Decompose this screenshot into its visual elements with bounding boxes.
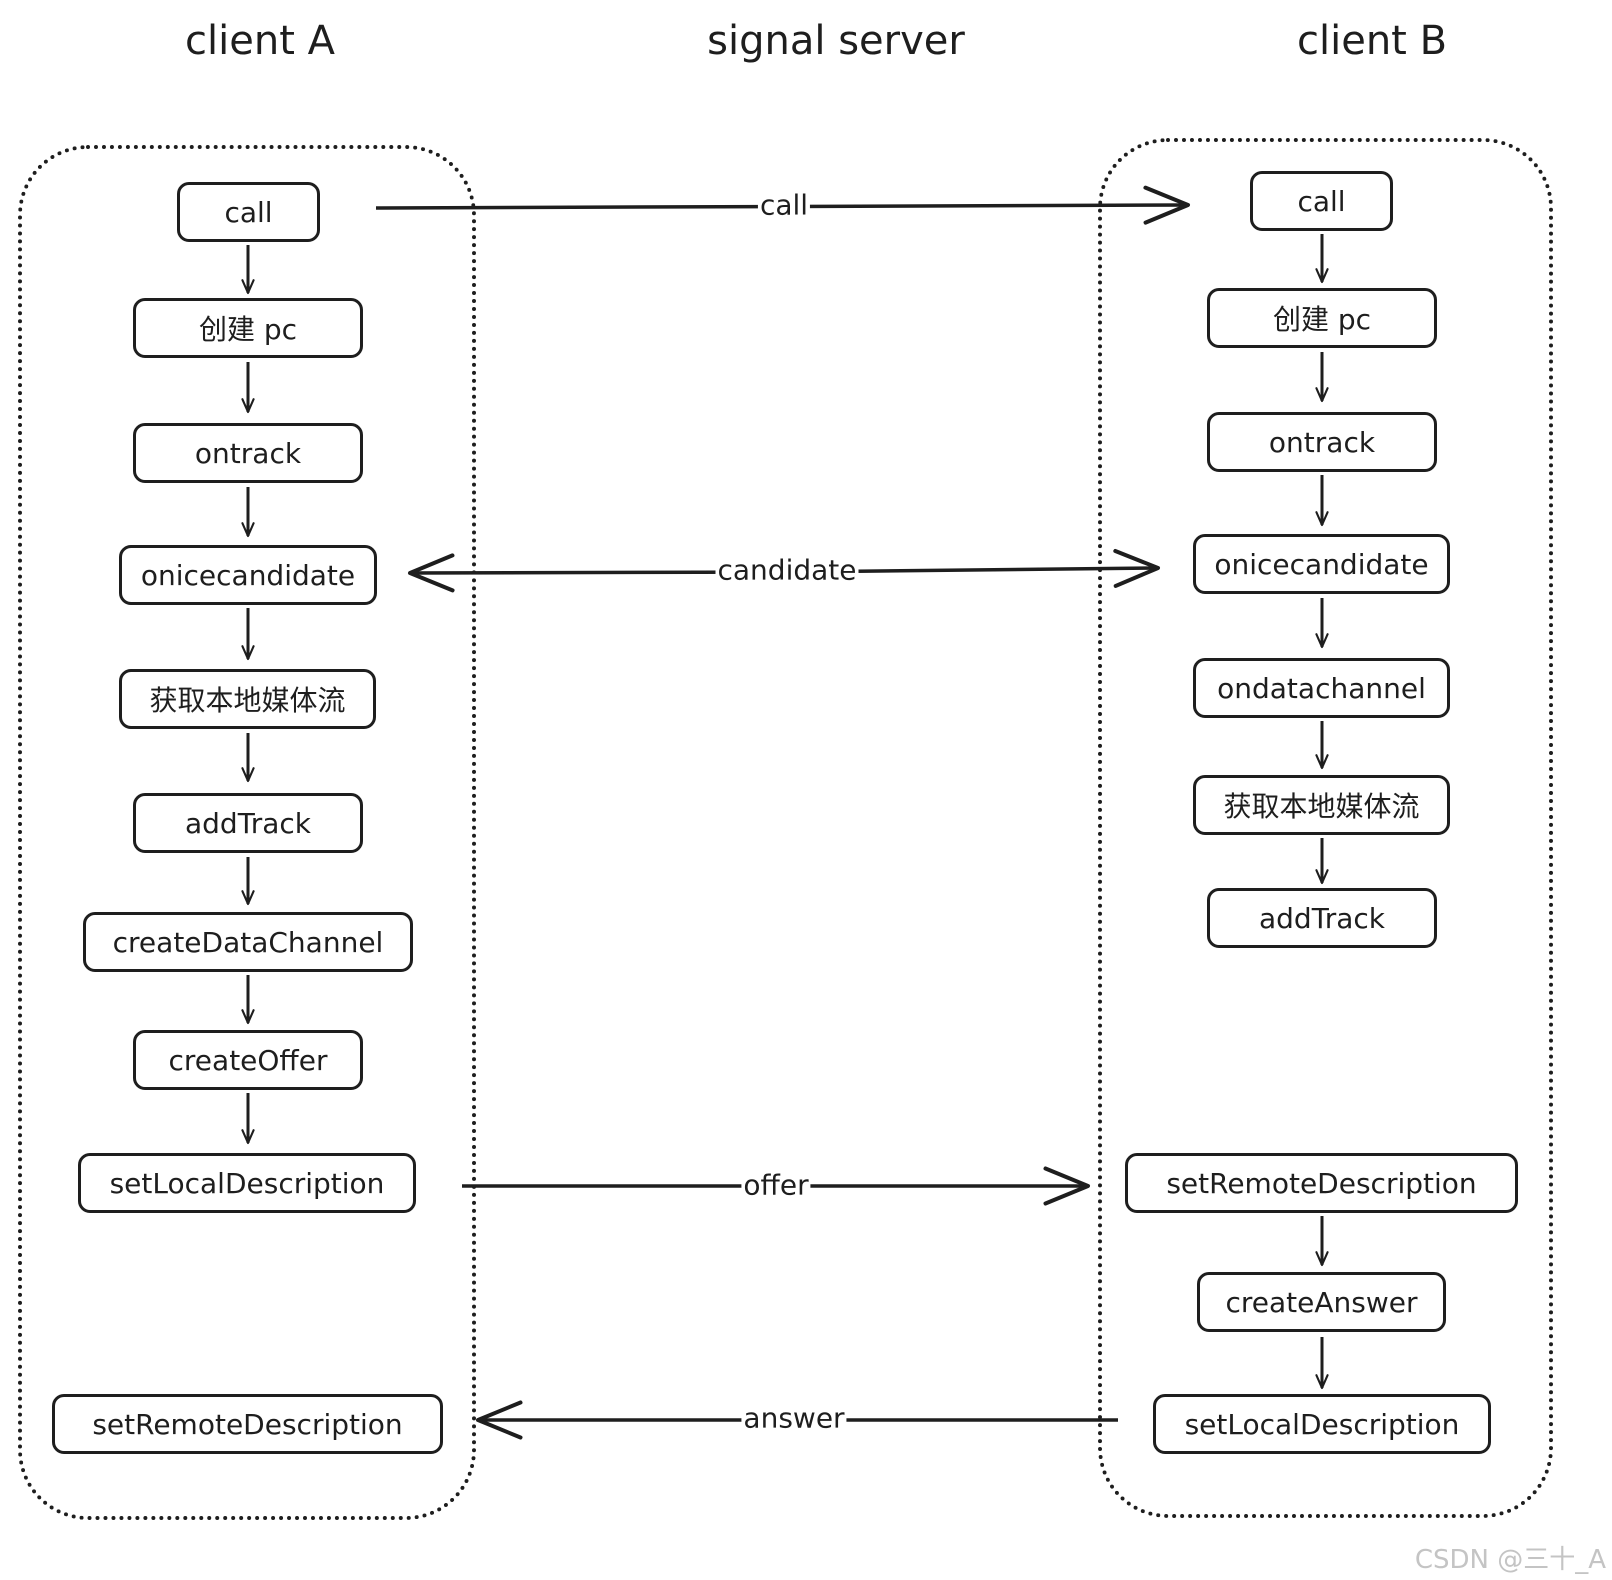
message-arrows bbox=[375, 185, 1190, 1440]
watermark: CSDN @三十_A bbox=[1414, 1545, 1606, 1575]
client-a-step-create-offer: createOffer bbox=[133, 1030, 363, 1090]
client-b-step-ontrack: ontrack bbox=[1207, 412, 1437, 472]
client-b-step-call: call bbox=[1250, 171, 1393, 231]
message-label-candidate: candidate bbox=[715, 553, 859, 587]
column-title-client-a: client A bbox=[185, 18, 335, 64]
client-b-step-create-pc: 创建 pc bbox=[1207, 288, 1437, 348]
client-a-step-call: call bbox=[177, 182, 320, 242]
client-a-step-get-local-media: 获取本地媒体流 bbox=[119, 669, 376, 729]
client-b-step-create-answer: createAnswer bbox=[1197, 1272, 1446, 1332]
client-a-lane bbox=[18, 145, 476, 1520]
message-label-answer: answer bbox=[741, 1401, 847, 1435]
client-a-step-onicecandidate: onicecandidate bbox=[119, 545, 377, 605]
client-a-step-set-remote-description: setRemoteDescription bbox=[52, 1394, 443, 1454]
client-a-step-addtrack: addTrack bbox=[133, 793, 363, 853]
message-label-offer: offer bbox=[741, 1168, 811, 1202]
client-b-step-onicecandidate: onicecandidate bbox=[1193, 534, 1450, 594]
client-a-step-set-local-description: setLocalDescription bbox=[78, 1153, 416, 1213]
client-a-step-ontrack: ontrack bbox=[133, 423, 363, 483]
column-title-signal-server: signal server bbox=[707, 18, 965, 64]
client-b-step-set-local-description: setLocalDescription bbox=[1153, 1394, 1491, 1454]
client-b-lane bbox=[1098, 138, 1553, 1518]
client-b-step-set-remote-description: setRemoteDescription bbox=[1125, 1153, 1518, 1213]
client-a-step-create-pc: 创建 pc bbox=[133, 298, 363, 358]
client-a-step-create-data-channel: createDataChannel bbox=[83, 912, 413, 972]
message-label-call: call bbox=[757, 188, 811, 222]
client-b-step-addtrack: addTrack bbox=[1207, 888, 1437, 948]
client-b-step-get-local-media: 获取本地媒体流 bbox=[1193, 775, 1450, 835]
column-title-client-b: client B bbox=[1296, 18, 1448, 64]
client-b-step-ondatachannel: ondatachannel bbox=[1193, 658, 1450, 718]
